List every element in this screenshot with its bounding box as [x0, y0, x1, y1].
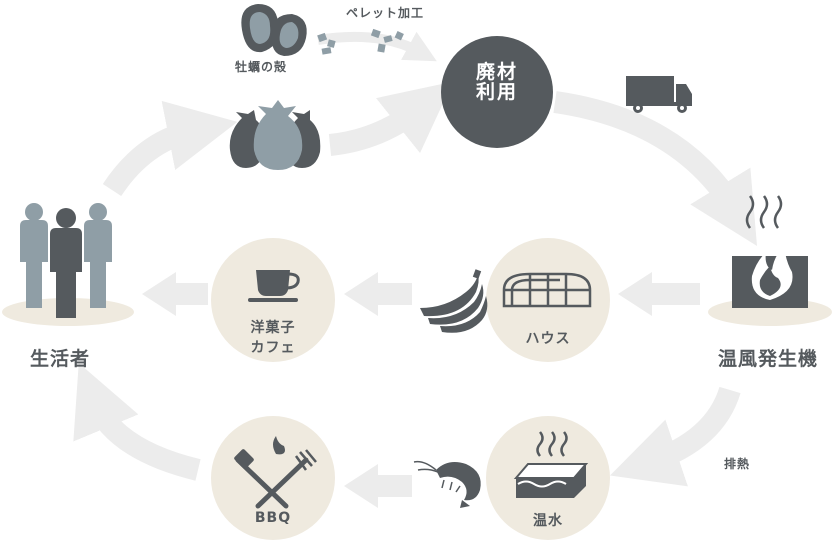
- cafe-label: 洋菓子 カフェ: [251, 318, 296, 358]
- oyster-shell-label: 牡蠣の殻: [235, 60, 288, 74]
- arrow-heater-to-house: [618, 272, 700, 316]
- house-label: ハウス: [525, 331, 571, 347]
- hub-circle: [441, 36, 553, 148]
- bbq-label: BBQ: [254, 510, 292, 526]
- consumers-label: 生活者: [30, 348, 91, 370]
- hot-water-label: 温水: [533, 513, 563, 529]
- greenhouse-icon: [502, 272, 592, 308]
- bbq-tools-icon: [234, 436, 317, 509]
- garbage-bag-icon: [229, 100, 321, 170]
- hub-label-line1: 廃材: [475, 61, 519, 83]
- flow-arrows: [73, 81, 758, 487]
- cafe-label-line1: 洋菓子: [250, 320, 296, 336]
- heater-label: 温風発生機: [718, 348, 819, 370]
- cafe-label-line2: カフェ: [250, 340, 296, 356]
- shrimp-icon: [413, 460, 481, 508]
- arrow-hub-to-heater: [553, 91, 758, 247]
- arrow-heater-to-water: [609, 386, 741, 487]
- pellet-label: ペレット加工: [346, 6, 425, 20]
- exhaust-heat-label: 排熱: [724, 457, 751, 471]
- oyster-icon: [241, 4, 307, 56]
- people-icon: [20, 203, 112, 318]
- hub-label-line2: 利用: [475, 81, 519, 103]
- arrow-banana-to-cafe: [344, 272, 412, 316]
- arrow-bag-to-hub: [328, 81, 453, 156]
- truck-icon: [626, 76, 692, 113]
- arrow-consumers-to-bag: [102, 100, 238, 197]
- flame-heater-icon: [732, 195, 808, 308]
- banana-icon: [420, 269, 488, 333]
- arrow-bbq-to-consumers: [73, 363, 201, 481]
- arrow-pellet-to-hub: [317, 31, 437, 62]
- cup-icon: [248, 270, 300, 302]
- bbq-circle: [211, 416, 335, 540]
- straight-arrows: [142, 31, 700, 508]
- arrow-cafe-to-consumers: [142, 272, 208, 316]
- pellet-icon: [317, 28, 404, 55]
- arrow-shrimp-to-bbq: [344, 464, 412, 508]
- hot-water-icon: [513, 431, 589, 498]
- hub-label: 廃材 利用: [476, 62, 518, 102]
